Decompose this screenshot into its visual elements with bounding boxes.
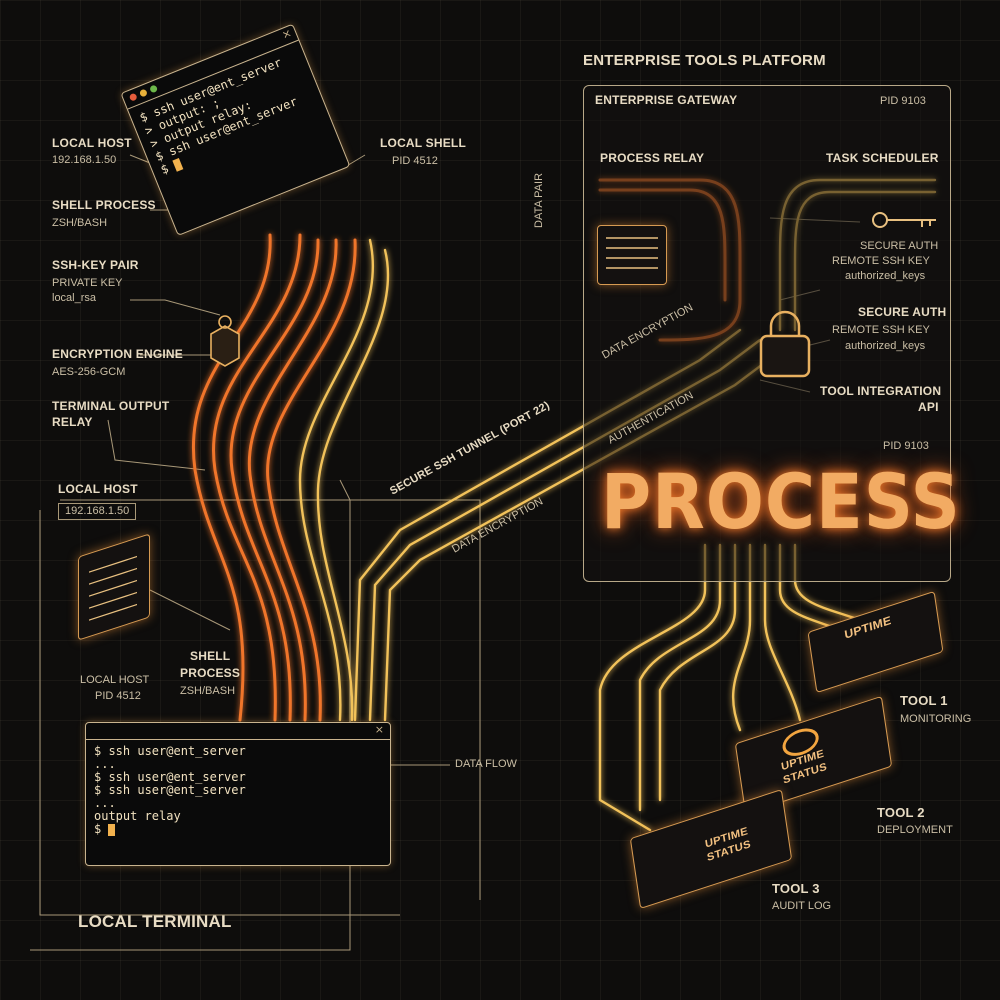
authorized-keys-2: authorized_keys — [845, 340, 926, 352]
platform-title: ENTERPRISE TOOLS PLATFORM — [583, 52, 826, 69]
close-x-icon[interactable]: × — [374, 723, 384, 736]
relay-queue-icon — [597, 225, 667, 285]
secure-auth-1: SECURE AUTH — [860, 240, 939, 252]
bottom-terminal-window: × $ ssh user@ent_server ... $ ssh user@e… — [85, 722, 391, 866]
cursor-icon — [108, 823, 116, 836]
tool3-sub: AUDIT LOG — [772, 900, 832, 912]
authorized-keys-1: authorized_keys — [845, 270, 926, 282]
document-stack-icon — [78, 533, 150, 641]
bottom-terminal-line: output relay — [94, 809, 181, 823]
bottom-terminal-line: $ ssh user@ent_server — [94, 770, 246, 784]
local-shell-pid: PID 4512 — [392, 155, 438, 167]
tool-api-label-1: TOOL INTEGRATION — [820, 384, 942, 398]
gateway-pid: PID 9103 — [880, 95, 926, 107]
gateway-panel — [583, 85, 951, 582]
bottom-terminal-line: ... — [94, 757, 116, 771]
bottom-local-host-label: LOCAL HOST — [58, 482, 138, 496]
shell-process-label: SHELL PROCESS — [52, 198, 156, 212]
tool1-title: TOOL 1 — [900, 693, 948, 708]
bottom-terminal-prompt: $ — [94, 823, 382, 836]
secure-auth-2: SECURE AUTH — [858, 305, 947, 319]
encryption-chip-icon — [205, 312, 245, 376]
local-shell-label: LOCAL SHELL — [380, 136, 466, 150]
maximize-dot-icon[interactable] — [149, 84, 159, 94]
bottom-terminal-line: ... — [94, 796, 116, 810]
bottom-shell-label2: PROCESS — [180, 666, 241, 680]
bottom-terminal-body: $ ssh user@ent_server ... $ ssh user@ent… — [86, 740, 390, 841]
local-host-ip: 192.168.1.50 — [52, 154, 117, 166]
bottom-terminal-line: $ ssh user@ent_server — [94, 744, 246, 758]
encryption-engine-label: ENCRYPTION ENGINE — [52, 347, 183, 361]
bottom-shell-label1: SHELL — [190, 649, 231, 663]
bottom-terminal-titlebar: × — [86, 723, 390, 740]
ssh-key-line1: PRIVATE KEY — [52, 277, 123, 289]
ssh-key-line2: local_rsa — [52, 292, 97, 304]
tool1-chip-label: UPTIME — [843, 613, 893, 642]
local-host-label: LOCAL HOST — [52, 136, 132, 150]
close-x-icon[interactable]: × — [279, 26, 294, 42]
local-terminal-title: LOCAL TERMINAL — [78, 912, 232, 931]
ssh-key-label: SSH-KEY PAIR — [52, 258, 139, 272]
remote-key-2: REMOTE SSH KEY — [832, 324, 930, 336]
tool3-title: TOOL 3 — [772, 881, 820, 896]
tool-api-label-2: API — [918, 400, 939, 414]
process-title: PROCESS — [601, 457, 961, 546]
terminal-output-label: TERMINAL OUTPUT — [52, 399, 170, 413]
tool2-title: TOOL 2 — [877, 805, 925, 820]
task-scheduler-label: TASK SCHEDULER — [826, 151, 939, 165]
inner-pid: PID 9103 — [883, 440, 929, 452]
gateway-label: ENTERPRISE GATEWAY — [595, 93, 738, 107]
minimize-dot-icon[interactable] — [138, 88, 148, 98]
shell-process-value: ZSH/BASH — [52, 217, 108, 229]
encryption-engine-value: AES-256-GCM — [52, 366, 126, 378]
data-flow-label: DATA FLOW — [455, 758, 517, 770]
relay-label: RELAY — [52, 415, 93, 429]
bottom-shell-value: ZSH/BASH — [180, 685, 236, 697]
bottom-local-host-ip: 192.168.1.50 — [58, 503, 137, 520]
lock-icon — [755, 310, 815, 386]
process-relay-label: PROCESS RELAY — [600, 151, 705, 165]
tool2-sub: DEPLOYMENT — [877, 824, 953, 836]
close-dot-icon[interactable] — [128, 92, 138, 102]
bottom-pid: PID 4512 — [95, 690, 141, 702]
bottom-local-host-label2: LOCAL HOST — [80, 674, 150, 686]
bottom-terminal-line: $ ssh user@ent_server — [94, 783, 246, 797]
data-pair-label: DATA PAIR — [533, 172, 545, 228]
remote-key-1: REMOTE SSH KEY — [832, 255, 930, 267]
key-icon — [870, 208, 940, 236]
tool1-sub: MONITORING — [900, 713, 972, 725]
